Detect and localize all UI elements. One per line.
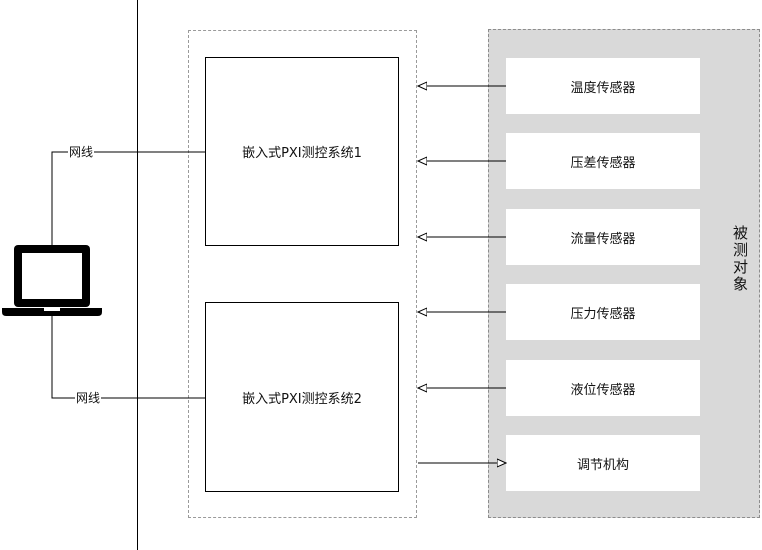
object-panel-label: 被测对象 <box>731 225 749 293</box>
network-label-2: 网线 <box>75 391 102 405</box>
laptop-icon <box>2 245 102 316</box>
sensor-flow-label: 流量传感器 <box>570 231 636 247</box>
actuator-regulator[interactable]: 调节机构 <box>506 435 700 491</box>
pxi-system-2-label: 嵌入式PXI测控系统2 <box>242 391 362 407</box>
network-wire-1 <box>51 151 205 245</box>
sensor-level[interactable]: 液位传感器 <box>506 360 700 416</box>
sensor-differential-pressure-label: 压差传感器 <box>570 155 636 171</box>
pxi-system-1[interactable]: 嵌入式PXI测控系统1 <box>205 57 399 246</box>
sensor-temperature[interactable]: 温度传感器 <box>506 58 700 114</box>
sensor-level-label: 液位传感器 <box>570 382 636 398</box>
actuator-regulator-label: 调节机构 <box>576 457 629 473</box>
sensor-temperature-label: 温度传感器 <box>570 80 636 96</box>
pxi-system-2[interactable]: 嵌入式PXI测控系统2 <box>205 302 399 492</box>
sensor-flow[interactable]: 流量传感器 <box>506 209 700 265</box>
sensor-differential-pressure[interactable]: 压差传感器 <box>506 133 700 189</box>
vertical-divider <box>137 0 138 550</box>
pxi-system-1-label: 嵌入式PXI测控系统1 <box>242 146 362 161</box>
network-label-1: 网线 <box>68 145 95 159</box>
sensor-pressure-label: 压力传感器 <box>570 306 636 322</box>
network-wire-2 <box>51 315 205 399</box>
system-group-frame <box>188 30 417 518</box>
sensor-pressure[interactable]: 压力传感器 <box>506 284 700 340</box>
